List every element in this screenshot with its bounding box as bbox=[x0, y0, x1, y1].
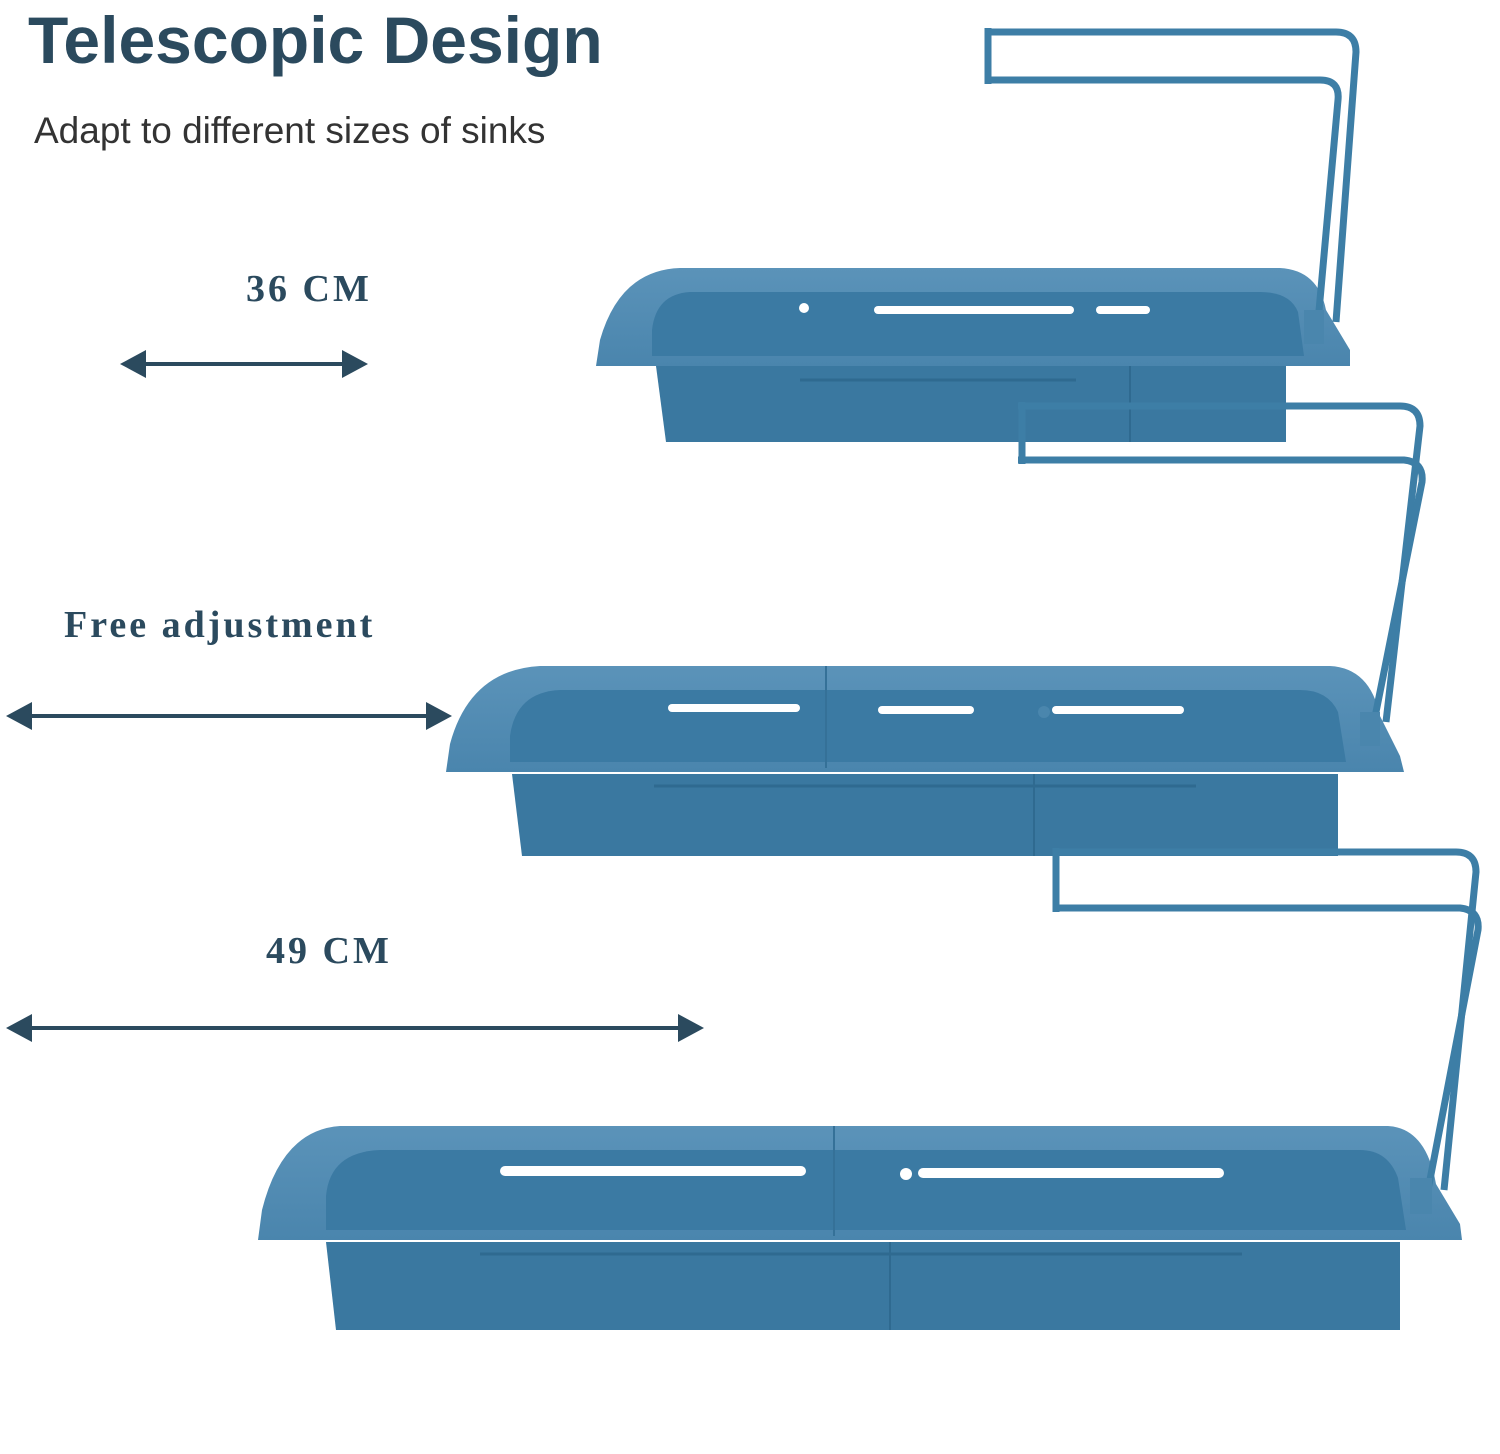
double-arrow-icon bbox=[6, 702, 452, 730]
sink-rack-small bbox=[596, 28, 1360, 442]
double-arrow-icon bbox=[120, 350, 368, 378]
page-title: Telescopic Design bbox=[28, 3, 603, 77]
sink-rack-large bbox=[258, 848, 1482, 1330]
size-label-49cm: 49 CM bbox=[266, 930, 392, 972]
page-subtitle: Adapt to different sizes of sinks bbox=[34, 110, 546, 151]
double-arrow-icon bbox=[6, 1014, 704, 1042]
free-adjustment-label: Free adjustment bbox=[64, 604, 376, 646]
sink-rack-medium bbox=[446, 402, 1426, 856]
size-label-36cm: 36 CM bbox=[246, 268, 372, 310]
